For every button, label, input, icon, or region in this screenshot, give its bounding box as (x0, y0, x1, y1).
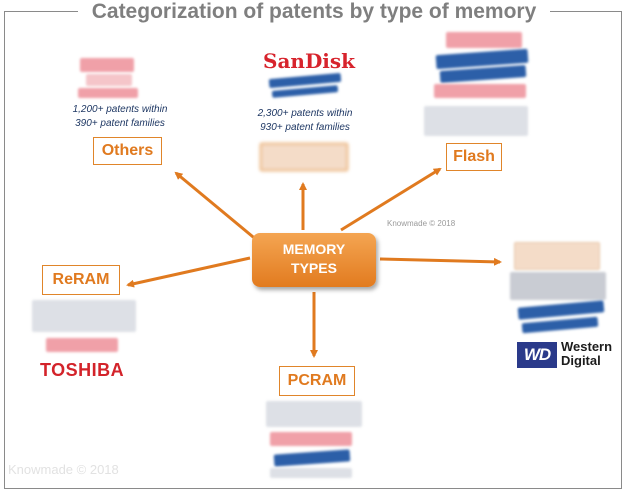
flash-logo-blurred (446, 32, 522, 48)
sandisk-logo: SanDisk (263, 49, 356, 73)
center-line-2: TYPES (291, 260, 337, 276)
center-line-1: MEMORY (282, 241, 346, 257)
wd-note-blurred (510, 272, 606, 300)
category-reram: ReRAM (42, 265, 120, 295)
sandisk-label-blurred (260, 143, 348, 171)
toshiba-logo: TOSHIBA (40, 360, 125, 380)
others-logo-blurred (78, 88, 138, 98)
reram-note-blurred (32, 300, 136, 332)
arrow-wd (379, 257, 502, 266)
wd-logo-name: Western Digital (561, 340, 612, 368)
arrow-flash (340, 167, 442, 232)
category-pcram: PCRAM (279, 366, 355, 396)
wd-name-line-1: Western (561, 339, 613, 354)
watermark-bottom: Knowmade © 2018 (8, 462, 119, 477)
wd-logo-mark: WD (517, 342, 557, 368)
arrow-others (174, 171, 259, 243)
category-others: Others (93, 137, 162, 165)
diagram-title: Categorization of patents by type of mem… (78, 0, 550, 24)
others-note: 1,200+ patents within 390+ patent famili… (58, 103, 182, 131)
flash-note-blurred (424, 106, 528, 136)
wd-name-line-2: Digital (561, 353, 601, 368)
sandisk-note-line-1: 2,300+ patents within (257, 108, 353, 119)
others-note-line-1: 1,200+ patents within (72, 104, 168, 115)
arrow-reram (126, 256, 251, 288)
pcram-note-blurred (266, 401, 362, 427)
others-logo-blurred (80, 58, 134, 72)
pcram-logo-blurred (270, 468, 352, 478)
category-flash: Flash (446, 143, 502, 171)
flash-logo-blurred (434, 84, 526, 98)
sandisk-note-line-2: 930+ patent families (260, 122, 350, 133)
pcram-logo-blurred (270, 432, 352, 446)
sandisk-note: 2,300+ patents within 930+ patent famili… (243, 107, 367, 135)
wd-label-blurred (514, 242, 600, 270)
others-logo-blurred (86, 74, 132, 86)
others-note-line-2: 390+ patent families (75, 118, 165, 129)
memory-types-node: MEMORY TYPES (252, 233, 376, 287)
reram-logo-blurred (46, 338, 118, 352)
watermark-middle: Knowmade © 2018 (387, 219, 456, 228)
